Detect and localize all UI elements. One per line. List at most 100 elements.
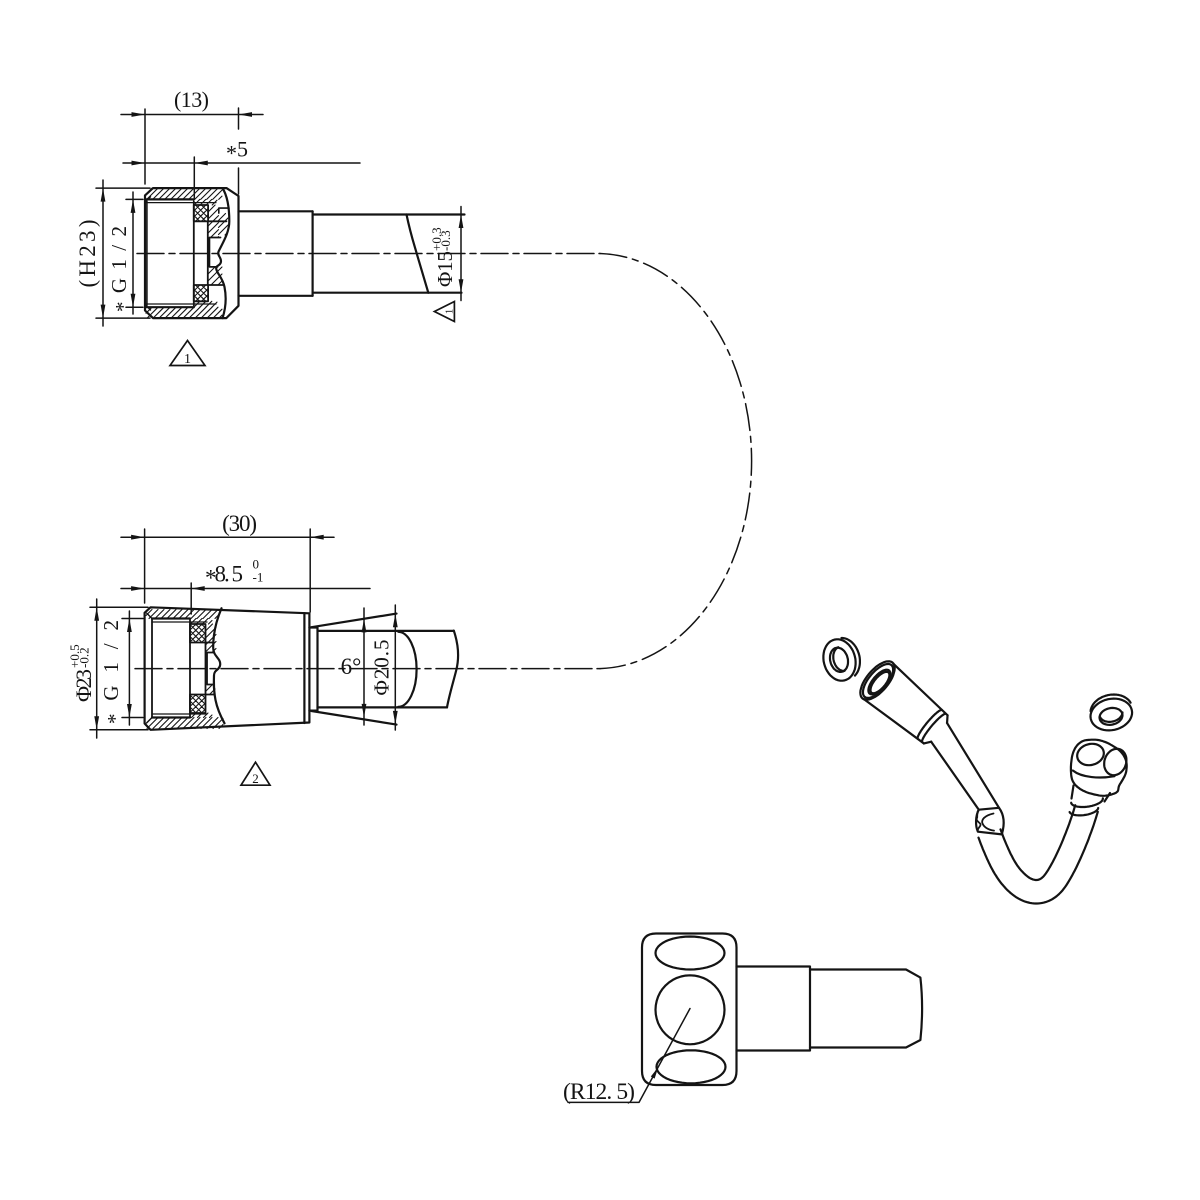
cone-seal-top-hatch [189, 623, 207, 644]
hose-break-line [445, 629, 460, 709]
washer1-hole [828, 646, 850, 673]
dimPhi23-arrows [94, 607, 100, 730]
sleeve-taper-lines [310, 612, 398, 726]
dim5-label: *5 [226, 137, 248, 166]
elbow-neck1 [735, 965, 812, 1052]
flag-pipe-1: 1 [432, 300, 456, 323]
washer1-hole-depth [832, 646, 846, 672]
cone-hatch-insert-bottom [204, 683, 216, 696]
dim85-label-main: *8. 5 [205, 562, 243, 591]
dim6deg-label: 6° [341, 654, 362, 679]
elbow-port-top [654, 935, 726, 971]
nut-outline [143, 187, 240, 320]
dim30-ext [143, 528, 311, 613]
dim30-label: (30) [222, 511, 257, 536]
nut-hatch-top [145, 187, 223, 200]
dimPhi205-label: Φ20.5 [370, 640, 394, 696]
elbow-neck2 [808, 968, 924, 1049]
cone-hatch-insert-top [204, 623, 217, 654]
washer2-hole-depth [1099, 711, 1124, 723]
fitting-groove2 [920, 712, 947, 744]
iso-nut-collar [1071, 769, 1116, 779]
nut-hatch-insert-bottom [207, 266, 223, 286]
flag-cone-2-triangle [239, 760, 272, 787]
nut-seal-top-hatch [193, 204, 209, 222]
elbow-body [640, 932, 738, 1087]
dimG12v1-ext [125, 198, 144, 308]
iso-cone-fitting [859, 660, 949, 745]
dimG12v2-ext [121, 617, 144, 719]
cone-hatch-top2 [189, 617, 213, 625]
iso-hose [977, 804, 1099, 905]
dim13-label: (13) [174, 87, 209, 112]
washer1-thickness [840, 636, 861, 677]
cone-seal-bottom-hatch [189, 693, 207, 714]
centerline-arc [599, 252, 753, 670]
nut-hatch-bottom2 [193, 300, 218, 308]
dim13-ext [144, 107, 240, 195]
hose-dome [397, 630, 418, 708]
flag-nut-1: 1 [168, 339, 207, 367]
dimPhi15-label-upper: +0.3 [429, 227, 444, 251]
cone-hatch-bottom [145, 716, 224, 730]
pipe-large [237, 210, 314, 297]
dim85-label-upper: 0 [253, 557, 260, 572]
iso-ferrule [1070, 797, 1104, 809]
cone-hatch-bottom2 [190, 712, 213, 719]
pipe-break-line [405, 213, 430, 294]
fitting-bore-inner [869, 670, 891, 695]
dimPhi15-label-main: Φ15 [433, 251, 457, 287]
cone-hatch-top [145, 608, 221, 620]
flag-nut-1-number: 1 [184, 352, 191, 367]
iso-collar-wave [975, 808, 982, 833]
flag-nut-1-triangle [168, 339, 207, 367]
iso-collar-detail [981, 812, 995, 832]
dimPhi15-label: Φ15+0.3-0.3 [429, 227, 457, 287]
pipe-small [311, 213, 466, 294]
flag-pipe-1-number: 1 [444, 309, 456, 315]
washer2-hole [1098, 706, 1124, 726]
elbow-port-bottom [655, 1049, 727, 1085]
nut-thread-minor [145, 202, 217, 305]
flag-pipe-1-triangle [432, 300, 456, 323]
fitting-face-outer [859, 660, 896, 701]
flag-cone-2-number: 2 [252, 771, 259, 786]
hose-lines [316, 629, 455, 709]
nut-hatch-insert-top [207, 204, 229, 239]
dim85-label-lower: -1 [253, 570, 264, 585]
washer1-outer [822, 638, 857, 682]
iso-nut-facet-right [1103, 747, 1128, 777]
nut-seal-bottom-hatch [193, 284, 209, 302]
dimR125-label: (R12. 5) [563, 1079, 635, 1105]
washer2-thickness [1089, 693, 1132, 713]
dimPhi23-ext [89, 606, 149, 731]
nut-hatch-bottom [145, 306, 223, 319]
dimPhi23-label-lower: -0.2 [77, 647, 92, 668]
iso-ferrule2 [1068, 806, 1100, 817]
washer2-outer [1089, 697, 1134, 732]
fitting-groove1 [916, 708, 943, 740]
fitting-body [862, 662, 949, 745]
dimH23-arrows [100, 188, 106, 319]
cone-outline [143, 606, 311, 731]
iso-tube [930, 721, 1001, 811]
dimPhi15-label-lower: -0.3 [438, 230, 453, 251]
nut-insert-notch [218, 207, 230, 214]
fitting-neck [922, 714, 949, 745]
nut-broken-section-curve [215, 187, 231, 320]
elbow-leader [567, 1007, 691, 1104]
dimH23-label: (H23) [75, 220, 100, 288]
nut-hatch-top2 [193, 198, 218, 206]
elbow-leader-arrow [650, 1067, 659, 1079]
iso-nut-facet-left [1076, 742, 1105, 767]
dimPhi23-label: Φ23+0.5-0.2 [67, 644, 96, 702]
elbow-port-mid [654, 974, 726, 1046]
flag-cone-2: 2 [239, 760, 272, 787]
dim85-label: *8. 5 0-1 [205, 557, 263, 591]
fitting-face-rim [861, 662, 895, 700]
dimPhi23-label-main: Φ23 [71, 669, 96, 702]
dimG12v1-label: *G1/2 [107, 226, 135, 312]
